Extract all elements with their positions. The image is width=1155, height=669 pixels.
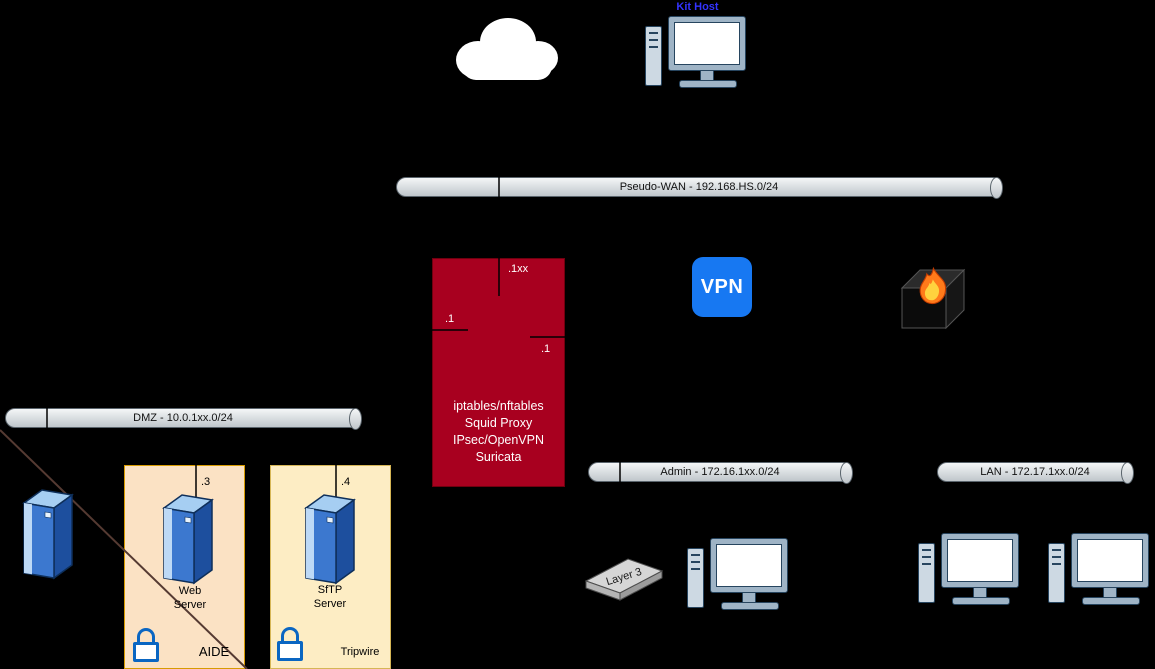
sftp-server-label: SfTP Server xyxy=(295,583,365,611)
dmz-bus-label: DMZ - 10.0.1xx.0/24 xyxy=(133,412,233,424)
layer3-switch-icon: Layer 3 xyxy=(584,558,664,601)
lan-workstation-icon xyxy=(918,533,1023,607)
pseudo-wan-bus-label: Pseudo-WAN - 192.168.HS.0/24 xyxy=(619,181,779,193)
admin-bus: Admin - 172.16.1xx.0/24 xyxy=(588,462,853,484)
sftp-server-icon xyxy=(304,494,356,585)
gateway-service-line: Suricata xyxy=(475,450,522,464)
computer-tower-icon xyxy=(918,543,935,603)
lan-bus-label: LAN - 172.17.1xx.0/24 xyxy=(980,466,1090,478)
padlock-shackle xyxy=(281,627,299,644)
computer-monitor-icon xyxy=(668,16,746,71)
monitor-base xyxy=(952,597,1010,605)
gateway-firewall-node: iptables/nftables Squid Proxy IPsec/Open… xyxy=(432,258,565,487)
web-server-label-line2: Server xyxy=(173,599,207,611)
web-server-port-label: .3 xyxy=(201,476,211,488)
monitor-base xyxy=(1082,597,1140,605)
firewall-flame-icon xyxy=(900,266,966,330)
computer-monitor-icon xyxy=(941,533,1019,588)
sftp-server-label-line2: Server xyxy=(313,598,347,610)
padlock-shackle xyxy=(137,628,155,645)
pseudo-wan-bus: Pseudo-WAN - 192.168.HS.0/24 xyxy=(396,177,1003,199)
gateway-dmz-port-label: .1 xyxy=(445,313,455,325)
computer-monitor-icon xyxy=(710,538,788,593)
computer-tower-icon xyxy=(687,548,704,608)
web-server-icon xyxy=(162,494,214,585)
gateway-service-line: iptables/nftables xyxy=(453,399,544,413)
vpn-label: VPN xyxy=(700,275,744,298)
vpn-badge-icon: VPN xyxy=(692,257,752,317)
gateway-wan-port-label: .1xx xyxy=(508,263,529,275)
computer-tower-icon xyxy=(1048,543,1065,603)
gateway-admin-port-label: .1 xyxy=(541,343,551,355)
aide-label: AIDE xyxy=(198,644,230,659)
cloud-icon xyxy=(456,18,558,80)
gateway-service-line: Squid Proxy xyxy=(464,416,533,430)
admin-bus-label: Admin - 172.16.1xx.0/24 xyxy=(660,466,780,478)
dmz-bus: DMZ - 10.0.1xx.0/24 xyxy=(5,408,362,430)
flame-icon xyxy=(919,266,947,305)
gateway-services-label: iptables/nftables Squid Proxy IPsec/Open… xyxy=(433,398,564,466)
sftp-server-port-label: .4 xyxy=(341,476,351,488)
monitor-base xyxy=(721,602,779,610)
monitor-base xyxy=(679,80,737,88)
computer-tower-icon xyxy=(645,26,662,86)
kit-host-label: Kit Host xyxy=(676,1,719,13)
lan-bus: LAN - 172.17.1xx.0/24 xyxy=(937,462,1134,484)
tripwire-label: Tripwire xyxy=(340,646,380,658)
admin-workstation-icon xyxy=(687,538,792,612)
sftp-server-label-line1: SfTP xyxy=(317,584,343,596)
web-server-label: Web Server xyxy=(155,584,225,612)
padlock-body xyxy=(133,642,159,662)
lan-workstation-icon xyxy=(1048,533,1153,607)
server-tower-icon xyxy=(22,489,74,580)
web-server-label-line1: Web xyxy=(178,585,202,597)
computer-monitor-icon xyxy=(1071,533,1149,588)
kit-host-computer-icon xyxy=(645,16,750,90)
gateway-service-line: IPsec/OpenVPN xyxy=(452,433,544,447)
padlock-body xyxy=(277,641,303,661)
padlock-icon xyxy=(277,627,303,661)
padlock-icon xyxy=(133,628,159,662)
